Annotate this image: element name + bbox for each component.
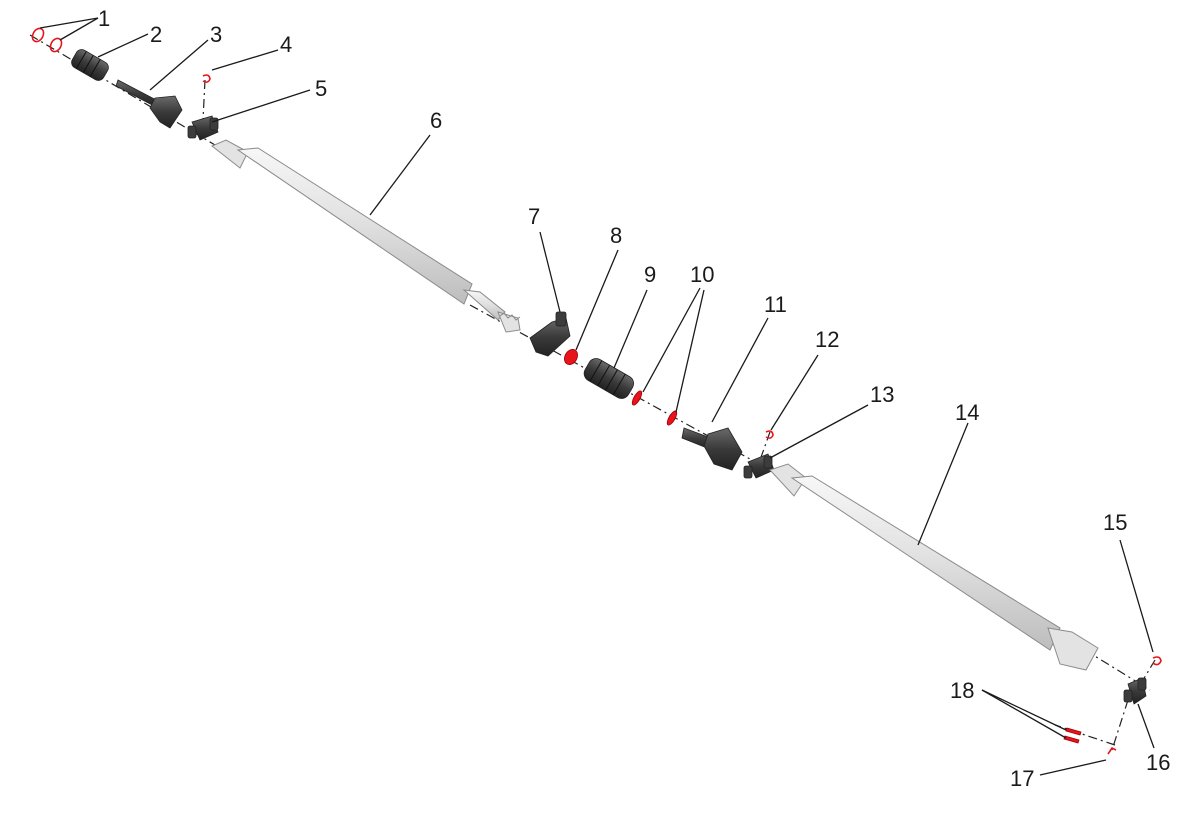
part-14-rear-tube xyxy=(769,463,1099,671)
assembly-axis xyxy=(29,34,1156,751)
part-8-seal-ring xyxy=(564,349,578,365)
part-5-u-joint xyxy=(187,115,219,141)
part-15-clip xyxy=(1152,656,1162,666)
callout-17: 17 xyxy=(1010,766,1034,791)
callout-5: 5 xyxy=(315,76,327,101)
part-3-slip-yoke xyxy=(115,79,183,129)
callout-12: 12 xyxy=(815,327,839,352)
part-12-clip xyxy=(765,430,774,439)
part-11-slip-yoke xyxy=(681,427,743,471)
callout-18: 18 xyxy=(950,678,974,703)
callout-10: 10 xyxy=(690,262,714,287)
callout-2: 2 xyxy=(150,22,162,47)
part-9-boot xyxy=(583,358,634,399)
callout-11: 11 xyxy=(764,292,787,317)
callout-9: 9 xyxy=(644,262,656,287)
callout-labels: 1 2 3 4 5 6 7 8 9 10 11 12 13 14 15 16 1… xyxy=(98,6,1170,791)
part-17-bolt xyxy=(1107,746,1117,755)
callout-14: 14 xyxy=(955,400,979,425)
part-13-u-joint xyxy=(743,453,775,479)
part-16-u-joint xyxy=(1123,677,1147,705)
callout-13: 13 xyxy=(870,382,894,407)
callout-16: 16 xyxy=(1146,750,1170,775)
callout-3: 3 xyxy=(210,22,222,47)
callout-4: 4 xyxy=(280,32,292,57)
part-6-front-tube xyxy=(211,139,521,333)
callout-6: 6 xyxy=(430,108,442,133)
part-1-o-rings xyxy=(31,27,63,53)
part-7-center-bearing xyxy=(529,311,571,357)
part-4-clip xyxy=(202,74,211,83)
callout-7: 7 xyxy=(528,204,540,229)
part-18-bolts xyxy=(1063,727,1082,744)
callout-1: 1 xyxy=(98,6,110,31)
leader-lines xyxy=(39,17,1155,776)
callout-8: 8 xyxy=(610,223,622,248)
part-10-clamps xyxy=(631,390,678,426)
callout-15: 15 xyxy=(1103,510,1127,535)
part-2-boot xyxy=(71,49,109,81)
